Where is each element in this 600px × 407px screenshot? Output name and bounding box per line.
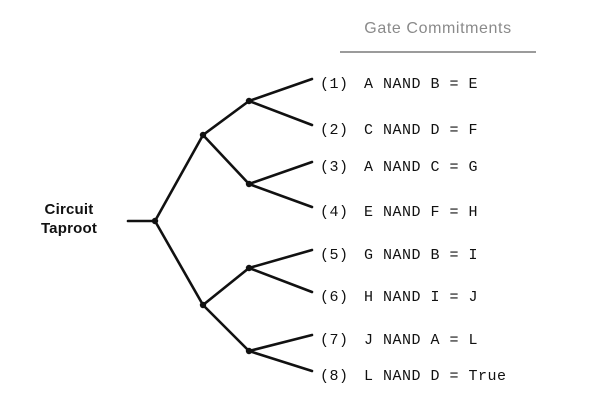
gate-expression: A NAND C = G bbox=[364, 158, 479, 176]
gate-row: (5) G NAND B = I bbox=[320, 245, 478, 265]
gate-expression: A NAND B = E bbox=[364, 75, 479, 93]
gate-index: (7) bbox=[320, 331, 349, 349]
gate-expression: L NAND D = True bbox=[364, 367, 507, 385]
edge-root-to-upper bbox=[153, 133, 205, 223]
edge-upper-to-b34 bbox=[201, 133, 251, 186]
root-label-line2: Taproot bbox=[40, 220, 98, 237]
edge-root-to-lower bbox=[153, 219, 205, 307]
edge-lower-to-b78 bbox=[201, 303, 251, 353]
edge-leaf-4 bbox=[247, 182, 314, 209]
gate-row: (6) H NAND I = J bbox=[320, 287, 478, 307]
root-label-line1: Circuit bbox=[44, 201, 94, 218]
node-branch-5-6 bbox=[245, 264, 253, 272]
gate-row: (8) L NAND D = True bbox=[320, 366, 507, 386]
edge-leaf-7 bbox=[247, 333, 314, 353]
gate-row: (1) A NAND B = E bbox=[320, 74, 478, 94]
node-root bbox=[151, 217, 159, 225]
gate-index: (3) bbox=[320, 158, 349, 176]
gate-index: (6) bbox=[320, 288, 349, 306]
edge-upper-to-b12 bbox=[201, 99, 251, 137]
gate-row: (2) C NAND D = F bbox=[320, 120, 478, 140]
gate-index: (4) bbox=[320, 203, 349, 221]
node-branch-1-2 bbox=[245, 97, 253, 105]
gate-row: (4) E NAND F = H bbox=[320, 202, 478, 222]
gate-expression: G NAND B = I bbox=[364, 246, 479, 264]
edge-leaf-6 bbox=[247, 266, 314, 294]
gate-index: (5) bbox=[320, 246, 349, 264]
edge-leaf-1 bbox=[247, 77, 314, 103]
edge-leaf-2 bbox=[247, 99, 314, 127]
gate-expression: J NAND A = L bbox=[364, 331, 479, 349]
node-internal-lower bbox=[199, 301, 207, 309]
gate-index: (2) bbox=[320, 121, 349, 139]
edge-leaf-5 bbox=[247, 248, 314, 270]
gate-expression: E NAND F = H bbox=[364, 203, 479, 221]
node-branch-3-4 bbox=[245, 180, 253, 188]
edge-leaf-3 bbox=[247, 160, 314, 186]
root-label: Circuit Taproot bbox=[14, 200, 124, 238]
gate-commitments-underline bbox=[340, 51, 536, 53]
gate-commitments-title: Gate Commitments bbox=[364, 20, 512, 37]
gate-index: (1) bbox=[320, 75, 349, 93]
edge-leaf-8 bbox=[247, 349, 314, 373]
gate-row: (3) A NAND C = G bbox=[320, 157, 478, 177]
node-internal-upper bbox=[199, 131, 207, 139]
edge-lower-to-b56 bbox=[201, 266, 251, 307]
gate-expression: C NAND D = F bbox=[364, 121, 479, 139]
gate-row: (7) J NAND A = L bbox=[320, 330, 478, 350]
node-branch-7-8 bbox=[245, 347, 253, 355]
gate-index: (8) bbox=[320, 367, 349, 385]
gate-expression: H NAND I = J bbox=[364, 288, 479, 306]
